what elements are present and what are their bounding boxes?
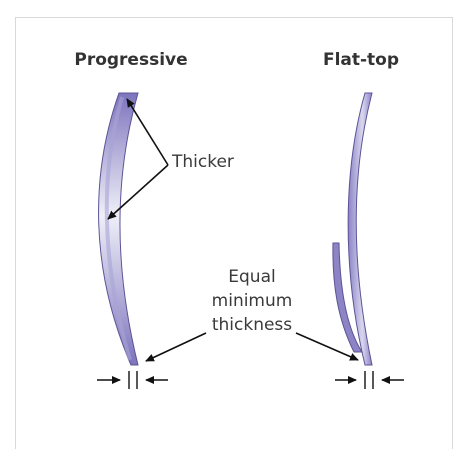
progressive-lens-shade — [104, 96, 132, 361]
equal-arrow-right — [295, 332, 359, 361]
diagram-frame — [15, 17, 453, 449]
thicker-label: Thicker — [171, 152, 234, 172]
equal-label-line3: thickness — [212, 315, 292, 335]
flat-top-segment — [332, 242, 363, 353]
flat-top-heading: Flat-top — [323, 50, 399, 70]
flat-top-lens — [347, 92, 373, 366]
progressive-lens — [98, 92, 139, 366]
right-thickness-marker — [335, 371, 404, 389]
left-thickness-marker — [97, 371, 168, 389]
progressive-heading: Progressive — [74, 50, 187, 70]
equal-label-line1: Equal — [228, 267, 275, 287]
thicker-arrow-top — [126, 98, 169, 166]
thicker-arrow-bottom — [107, 164, 169, 220]
equal-label-line2: minimum — [212, 291, 293, 311]
equal-arrow-left — [145, 332, 207, 362]
